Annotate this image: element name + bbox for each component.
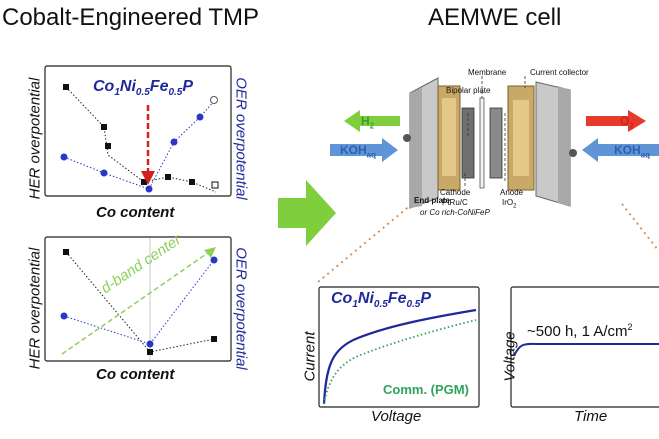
top-plot-frame: [44, 65, 232, 197]
oer-marker: [60, 153, 68, 161]
membrane: [479, 97, 485, 189]
iv-y-label: Current: [301, 331, 319, 382]
koh-left-arrow: [330, 138, 398, 162]
her-marker: [165, 174, 171, 180]
stability-curve: [513, 342, 659, 357]
left-collector-face: [442, 98, 456, 176]
bottom-plot-x-label: Co content: [96, 366, 175, 383]
her-marker: [101, 124, 107, 130]
green-arrow-shape: [278, 180, 336, 246]
stability-y-label: Voltage: [501, 331, 519, 382]
anode-catalyst: IrO2: [502, 198, 517, 210]
cathode-label: Cathode: [440, 188, 471, 197]
left-end-plate-side: [410, 88, 422, 208]
iv-plot: [318, 286, 480, 408]
oer-marker: [100, 169, 108, 177]
bipolar-plate-label: Bipolar plate: [446, 86, 491, 95]
her-marker-open: [211, 181, 219, 189]
iv-legend-pgm: Comm. (PGM): [383, 382, 469, 397]
dband-arrow-head: [204, 247, 216, 258]
right-collector-face: [513, 100, 529, 176]
her-marker: [63, 249, 69, 255]
right-bipolar-plate: [489, 107, 503, 179]
right-connector: [621, 203, 659, 251]
cathode-catalyst: PtRu/C: [442, 198, 468, 207]
main-arrow: [278, 180, 336, 246]
h2-arrow: [344, 110, 400, 132]
oer-marker: [145, 185, 153, 193]
top-oer-line: [63, 98, 217, 190]
dband-arrow-shaft: [61, 249, 213, 355]
her-marker: [211, 336, 217, 342]
stability-plot-frame: [510, 286, 659, 408]
current-collector-label: Current collector: [530, 68, 589, 77]
iv-plot-formula: Co1Ni0.5Fe0.5P: [331, 290, 432, 311]
bottom-plot: [44, 236, 232, 362]
oer-marker: [170, 138, 178, 146]
top-plot-formula: Co1Ni0.5Fe0.5P: [93, 78, 194, 99]
oer-marker-open: [210, 96, 218, 104]
bottom-plot-y-left-label: HER overpotential: [26, 247, 44, 370]
cathode-alternative: or Co rich-CoNiFeP: [420, 208, 490, 217]
iv-curve-coniFeP: [322, 308, 477, 405]
stability-x-label: Time: [574, 408, 608, 425]
iv-x-label: Voltage: [371, 408, 422, 425]
left-title: Cobalt-Engineered TMP: [2, 4, 260, 31]
connector-lines: [317, 203, 659, 283]
stability-annotation: ~500 h, 1 A/cm2: [527, 322, 633, 340]
her-marker: [147, 349, 153, 355]
end-plate-label: End plate: [414, 196, 451, 205]
bottom-plot-frame: [44, 236, 232, 362]
red-arrow-head: [141, 171, 155, 185]
koh-right-arrow: [582, 138, 659, 162]
top-plot-x-label: Co content: [96, 204, 175, 221]
o2-label: O2: [620, 114, 634, 131]
oer-marker: [146, 340, 154, 348]
left-fitting: [403, 134, 411, 142]
her-marker: [141, 179, 147, 185]
oer-marker: [210, 256, 218, 264]
right-title: AEMWE cell: [428, 4, 562, 31]
left-bipolar-plate: [461, 107, 475, 179]
her-marker: [105, 143, 111, 149]
oer-marker: [196, 113, 204, 121]
top-plot-y-left-label: HER overpotential: [26, 77, 44, 200]
her-marker: [63, 84, 69, 90]
stability-plot: [510, 286, 659, 408]
top-plot: [44, 65, 232, 197]
o2-arrow: [586, 110, 646, 132]
oer-marker: [60, 312, 68, 320]
koh-left-label: KOHaq: [340, 143, 377, 160]
koh-right-label: KOHaq: [614, 143, 651, 160]
right-fitting: [569, 149, 577, 157]
top-plot-y-right-label: OER overpotential: [232, 77, 250, 200]
right-end-plate-side: [558, 86, 570, 206]
h2-label: H2: [361, 114, 375, 131]
her-marker: [189, 179, 195, 185]
cell-illustration: [330, 76, 659, 209]
bottom-plot-y-right-label: OER overpotential: [232, 247, 250, 370]
left-connector: [317, 203, 413, 283]
membrane-label: Membrane: [468, 68, 507, 77]
anode-label: Anode: [500, 188, 524, 197]
